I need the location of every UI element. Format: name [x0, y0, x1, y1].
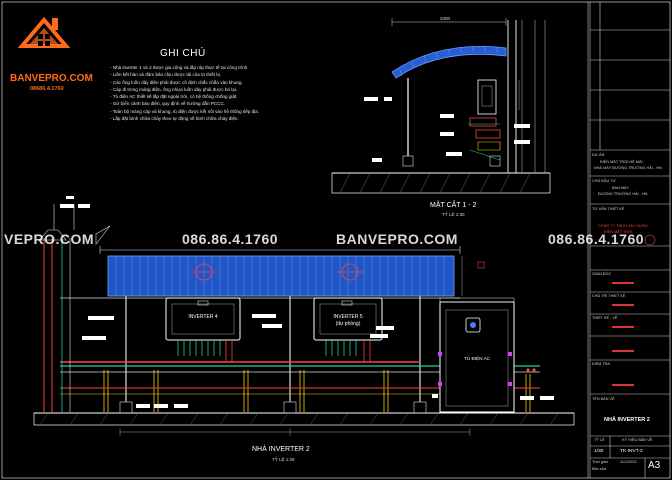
ac-cabinet-box — [439, 301, 515, 413]
tb-consultant-label: TƯ VẤN THIẾT KẾ — [592, 207, 625, 211]
signature-marks — [612, 282, 634, 386]
solar-roof-ribs — [115, 256, 445, 296]
tb-scale-value: 1/30 — [594, 449, 604, 454]
notes-list: Nhà inverter 1 và 2 được gia công và lắp… — [110, 64, 340, 122]
section-title: MẶT CẮT 1 - 2 — [430, 202, 477, 209]
frame-posts — [125, 296, 421, 402]
section-cut-markers — [190, 263, 364, 281]
note-item: Lắp đặt bình chữa cháy theo tự động về b… — [110, 115, 340, 122]
brand-house-icon — [17, 16, 71, 48]
elevation-view — [33, 196, 575, 436]
note-item: Tủ điện AC thiết kế lắp đặt ngoài trời, … — [110, 93, 340, 100]
brand-phone: 08686.4.1760 — [30, 86, 64, 92]
inverter-4-label: INVERTER 4 — [188, 314, 218, 320]
solar-roof — [107, 255, 455, 297]
section-view: 2300 — [331, 16, 551, 194]
tb-sheet-label: KÝ HIỆU BẢN VẼ — [622, 438, 653, 442]
tb-paper-size: A3 — [648, 460, 661, 471]
elevation-scale: TỶ LỆ 1:25 — [272, 457, 295, 462]
watermark-phone-2: 086.86.4.1760 — [548, 231, 645, 247]
tb-owner-line1: BAN MÁY — [612, 186, 630, 190]
section-dim-top: 2300 — [440, 16, 451, 21]
brand-name: BANVEPRO.COM — [10, 73, 93, 84]
tb-project-line1: ĐIỆN MẶT TRỜI HỆ MÁI — [600, 160, 643, 164]
title-block-frame — [587, 2, 670, 478]
tb-date-label: Thời gian — [592, 460, 608, 464]
inverter-5-label: INVERTER 5 — [333, 314, 363, 320]
note-item: Nhà inverter 1 và 2 được gia công và lắp… — [110, 64, 340, 71]
tb-consultant-line1: CÔNG TY TNHH XÂY DỰNG — [598, 224, 649, 228]
elevation-title: NHÀ INVERTER 2 — [252, 446, 310, 453]
note-item: Liên kết hàn và đảm bảo chịu được tải củ… — [110, 71, 340, 78]
section-scale: TỶ LỆ 1:30 — [442, 212, 465, 217]
tb-owner-line2: ĐƯỜNG TRƯỜNG HẢI - HN — [598, 192, 648, 196]
tb-designer-label: THIẾT KẾ - VẼ — [592, 316, 618, 320]
tb-project-line2: NHÀ MÁY ĐƯỜNG TRƯỜNG HẢI - HN — [594, 166, 662, 170]
tb-rev-label: Bản sửa — [592, 467, 607, 471]
notes-title: GHI CHÚ — [160, 48, 206, 59]
tb-project-label: DỰ ÁN — [592, 153, 605, 157]
note-item: Cáp đi trong máng điện, ống nhựa luồn dâ… — [110, 86, 340, 93]
watermark-site: BANVEPRO.COM — [336, 231, 458, 247]
watermark-site-partial: VEPRO.COM — [4, 231, 95, 247]
tb-drawing-name: NHÀ INVERTER 2 — [604, 417, 650, 423]
tb-date-value: 11/1/2022 — [620, 460, 637, 464]
note-item: Các ống luồn dây điện phải được cố định … — [110, 79, 340, 86]
tb-consultant-line2: ĐIỆN MẶT TRỜI — [604, 230, 633, 234]
consultant-logo-icon — [644, 234, 656, 246]
note-item: Toàn bộ máng cáp và khung, tủ điện được … — [110, 108, 340, 115]
tb-drawing-name-label: TÊN BẢN VẼ — [592, 397, 615, 401]
tb-owner-label: CHỦ ĐẦU TƯ — [592, 179, 616, 183]
tb-chief-label: CHỦ TRÌ THIẾT KẾ — [592, 294, 626, 298]
ac-cabinet-label: TỦ ĐIỆN AC — [464, 356, 490, 361]
ac-cabinet-indicator-icon — [470, 322, 476, 328]
inverter-4-cabinet — [165, 297, 241, 341]
watermark-phone-1: 086.86.4.1760 — [182, 231, 279, 247]
tb-checker-label: KIỂM TRA — [592, 362, 610, 366]
tb-director-label: GIÁM ĐỐC — [592, 272, 612, 276]
inverter-5-sublabel: (dự phòng) — [335, 321, 361, 327]
note-item: Gờ biển cảnh báo điện, quy định về hướng… — [110, 100, 340, 107]
tb-scale-label: TỶ LỆ — [594, 438, 605, 442]
inverter-5-cabinet — [313, 297, 383, 341]
tb-sheet-value: TK-INVT-2 — [620, 449, 643, 454]
